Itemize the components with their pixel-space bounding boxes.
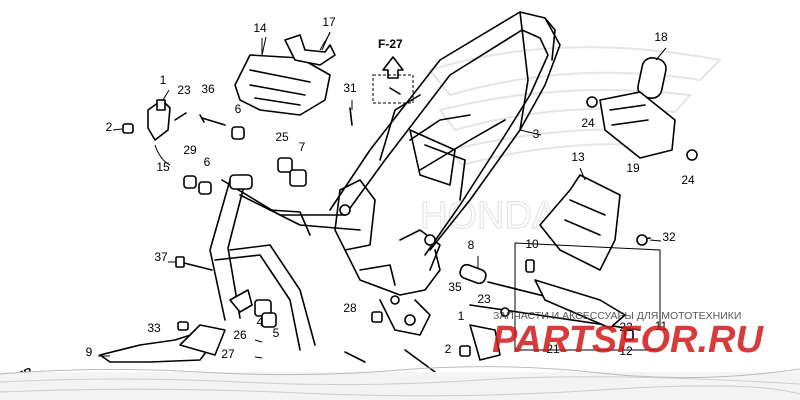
- callout-c5: 5: [273, 326, 280, 340]
- callout-c7: 7: [299, 140, 306, 154]
- callout-c11: 11: [655, 319, 668, 333]
- callout-c32: 32: [662, 230, 676, 244]
- callout-c19: 19: [626, 161, 640, 175]
- callout-c29: 29: [183, 143, 197, 157]
- upper-bracket: [234, 32, 336, 116]
- callout-c6a: 6: [235, 102, 242, 116]
- watermark-tagline: ЗАПЧАСТИ И АКСЕССУАРЫ ДЛЯ МОТОТЕХНИКИ: [493, 310, 741, 322]
- callout-c31: 31: [343, 81, 357, 95]
- callout-c35: 35: [448, 280, 462, 294]
- callout-c17: 17: [322, 15, 336, 29]
- callout-c18: 18: [654, 30, 668, 44]
- callout-c14: 14: [253, 21, 267, 35]
- callout-c2b: 2: [445, 342, 452, 356]
- callout-c22: 22: [619, 320, 633, 334]
- callout-c23a: 23: [177, 83, 191, 97]
- callout-c1b: 1: [458, 309, 465, 323]
- lower-left-parts: [99, 256, 436, 373]
- leader-lines: [98, 31, 667, 357]
- right-parts: [539, 57, 698, 271]
- callout-c6b: 6: [204, 155, 211, 169]
- watermark-brand: PARTSFOR.RU: [492, 319, 764, 361]
- callout-c9: 9: [86, 345, 93, 359]
- f27-reference: [372, 56, 414, 104]
- callout-c23b: 23: [477, 292, 491, 306]
- callout-c12: 12: [619, 344, 633, 358]
- main-frame: [209, 11, 561, 351]
- callout-c24b: 24: [681, 173, 695, 187]
- callout-c36: 36: [201, 82, 215, 96]
- callout-c21: 21: [546, 342, 560, 356]
- callout-c27: 27: [221, 347, 235, 361]
- left-small-parts: [112, 89, 353, 195]
- callout-c33: 33: [147, 321, 161, 335]
- reference-label: F-27: [378, 37, 403, 51]
- callout-c4: 4: [257, 315, 264, 329]
- bottom-noise-band: [0, 366, 800, 400]
- lower-right-assembly: [459, 242, 661, 361]
- callout-c13: 13: [571, 150, 585, 164]
- callout-c28: 28: [343, 301, 357, 315]
- callout-c1: 1: [160, 73, 167, 87]
- callout-c8: 8: [468, 238, 475, 252]
- callout-c3: 3: [533, 127, 540, 141]
- callout-c37: 37: [154, 250, 168, 264]
- callout-c25: 25: [275, 130, 289, 144]
- callout-c10: 10: [525, 237, 539, 251]
- callout-c15: 15: [156, 160, 170, 174]
- callout-c26: 26: [233, 328, 247, 342]
- callout-c2: 2: [106, 120, 113, 134]
- svg-text:HONDA: HONDA: [420, 195, 558, 237]
- callout-c24a: 24: [581, 116, 595, 130]
